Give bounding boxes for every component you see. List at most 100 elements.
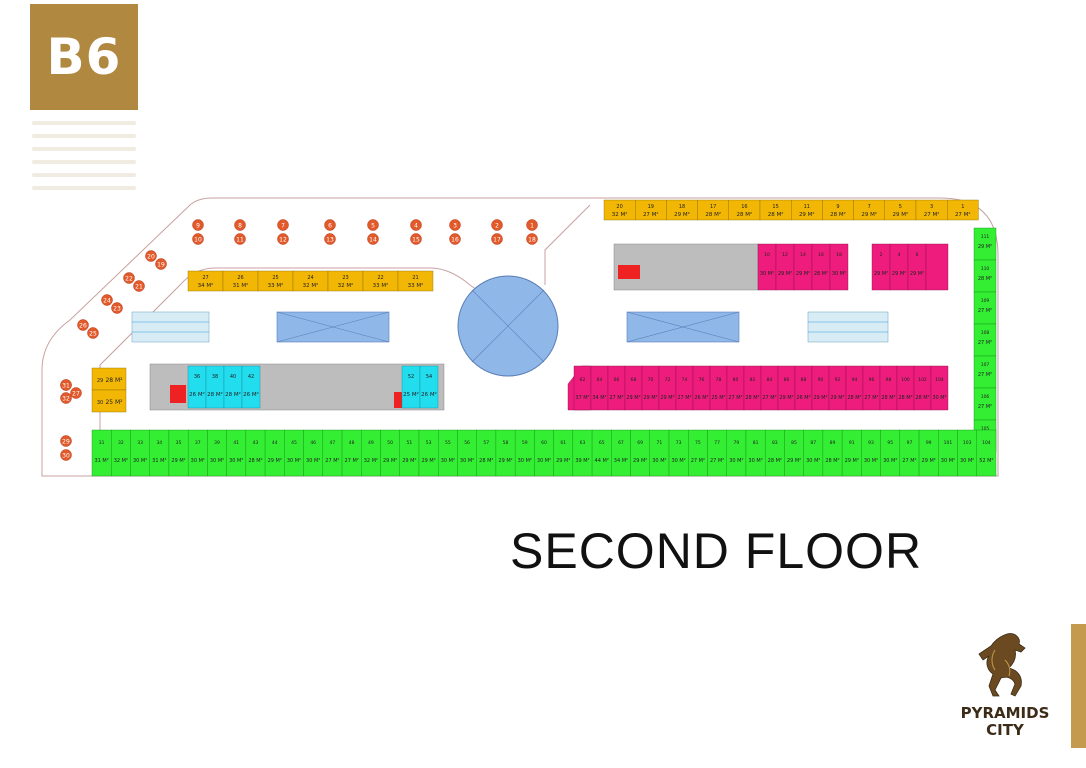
unit-cell[interactable]	[760, 365, 779, 411]
unit-cell[interactable]	[896, 365, 915, 411]
kiosk-circle[interactable]	[192, 233, 204, 245]
unit-cell[interactable]	[794, 365, 813, 411]
unit-cell[interactable]	[641, 365, 660, 411]
kiosk-circle[interactable]	[277, 219, 289, 231]
unit-cell[interactable]	[829, 243, 849, 291]
kiosk-circle[interactable]	[60, 435, 72, 447]
kiosk-circle[interactable]	[133, 280, 145, 292]
unit-cell[interactable]	[399, 429, 420, 477]
kiosk-circle[interactable]	[410, 219, 422, 231]
unit-cell[interactable]	[692, 365, 711, 411]
unit-cell[interactable]	[793, 243, 813, 291]
kiosk-circle[interactable]	[145, 250, 157, 262]
unit-cell[interactable]	[534, 429, 554, 477]
unit-cell[interactable]	[957, 429, 977, 477]
unit-cell[interactable]	[223, 365, 243, 409]
kiosk-circle[interactable]	[324, 219, 336, 231]
kiosk-circle[interactable]	[367, 233, 379, 245]
unit-cell[interactable]	[397, 270, 434, 292]
unit-cell[interactable]	[205, 365, 225, 409]
unit-cell[interactable]	[658, 365, 677, 411]
unit-cell[interactable]	[476, 429, 497, 477]
unit-cell[interactable]	[880, 429, 901, 477]
unit-cell[interactable]	[572, 429, 593, 477]
unit-cell[interactable]	[726, 365, 745, 411]
unit-cell[interactable]	[861, 429, 881, 477]
unit-cell[interactable]	[918, 429, 939, 477]
unit-cell[interactable]	[889, 243, 909, 291]
unit-cell[interactable]	[187, 365, 207, 409]
unit-cell[interactable]	[322, 429, 343, 477]
kiosk-circle[interactable]	[192, 219, 204, 231]
kiosk-circle[interactable]	[526, 233, 538, 245]
unit-cell[interactable]	[418, 429, 439, 477]
unit-cell[interactable]	[241, 365, 261, 409]
unit-cell[interactable]	[822, 429, 843, 477]
unit-cell[interactable]	[841, 429, 862, 477]
unit-cell[interactable]	[649, 429, 670, 477]
unit-cell[interactable]	[709, 365, 728, 411]
unit-cell[interactable]	[803, 429, 824, 477]
unit-cell[interactable]	[871, 243, 891, 291]
unit-cell[interactable]	[419, 365, 439, 409]
kiosk-circle[interactable]	[87, 327, 99, 339]
unit-cell[interactable]	[91, 389, 127, 413]
unit-cell[interactable]	[226, 429, 247, 477]
unit-cell[interactable]	[707, 429, 727, 477]
kiosk-circle[interactable]	[324, 233, 336, 245]
unit-cell[interactable]	[187, 429, 208, 477]
unit-cell[interactable]	[845, 365, 864, 411]
unit-cell[interactable]	[590, 365, 609, 411]
unit-cell[interactable]	[457, 429, 477, 477]
unit-cell[interactable]	[591, 429, 612, 477]
unit-cell[interactable]	[111, 429, 131, 477]
unit-cell[interactable]	[907, 243, 927, 291]
unit-cell[interactable]	[899, 429, 920, 477]
unit-cell[interactable]	[913, 365, 932, 411]
unit-cell[interactable]	[91, 429, 112, 477]
unit-cell[interactable]	[573, 365, 592, 411]
kiosk-circle[interactable]	[234, 233, 246, 245]
kiosk-circle[interactable]	[449, 233, 461, 245]
unit-cell[interactable]	[514, 429, 535, 477]
unit-cell[interactable]	[976, 429, 997, 477]
unit-cell[interactable]	[828, 365, 847, 411]
unit-cell[interactable]	[947, 199, 979, 221]
unit-cell[interactable]	[775, 243, 795, 291]
unit-cell[interactable]	[380, 429, 400, 477]
unit-cell[interactable]	[930, 365, 949, 411]
unit-cell[interactable]	[777, 365, 796, 411]
kiosk-circle[interactable]	[123, 272, 135, 284]
unit-cell[interactable]	[811, 243, 831, 291]
unit-cell[interactable]	[757, 243, 777, 291]
kiosk-circle[interactable]	[491, 219, 503, 231]
unit-cell[interactable]	[630, 429, 650, 477]
kiosk-circle[interactable]	[491, 233, 503, 245]
unit-cell[interactable]	[862, 365, 881, 411]
unit-cell[interactable]	[264, 429, 285, 477]
unit-cell[interactable]	[811, 365, 830, 411]
kiosk-circle[interactable]	[101, 294, 113, 306]
unit-cell[interactable]	[553, 429, 574, 477]
unit-cell[interactable]	[341, 429, 362, 477]
kiosk-circle[interactable]	[526, 219, 538, 231]
unit-cell[interactable]	[438, 429, 458, 477]
unit-cell[interactable]	[607, 365, 626, 411]
unit-cell[interactable]	[938, 429, 958, 477]
unit-cell[interactable]	[624, 365, 643, 411]
unit-cell[interactable]	[675, 365, 694, 411]
kiosk-circle[interactable]	[77, 319, 89, 331]
unit-cell[interactable]	[168, 429, 189, 477]
unit-cell[interactable]	[925, 243, 949, 291]
unit-cell[interactable]	[207, 429, 227, 477]
unit-cell[interactable]	[668, 429, 689, 477]
unit-cell[interactable]	[726, 429, 747, 477]
unit-cell[interactable]	[688, 429, 708, 477]
unit-cell[interactable]	[149, 429, 170, 477]
unit-cell[interactable]	[745, 429, 766, 477]
kiosk-circle[interactable]	[234, 219, 246, 231]
unit-cell[interactable]	[495, 429, 516, 477]
kiosk-circle[interactable]	[155, 258, 167, 270]
unit-cell[interactable]	[284, 429, 304, 477]
unit-cell[interactable]	[245, 429, 266, 477]
